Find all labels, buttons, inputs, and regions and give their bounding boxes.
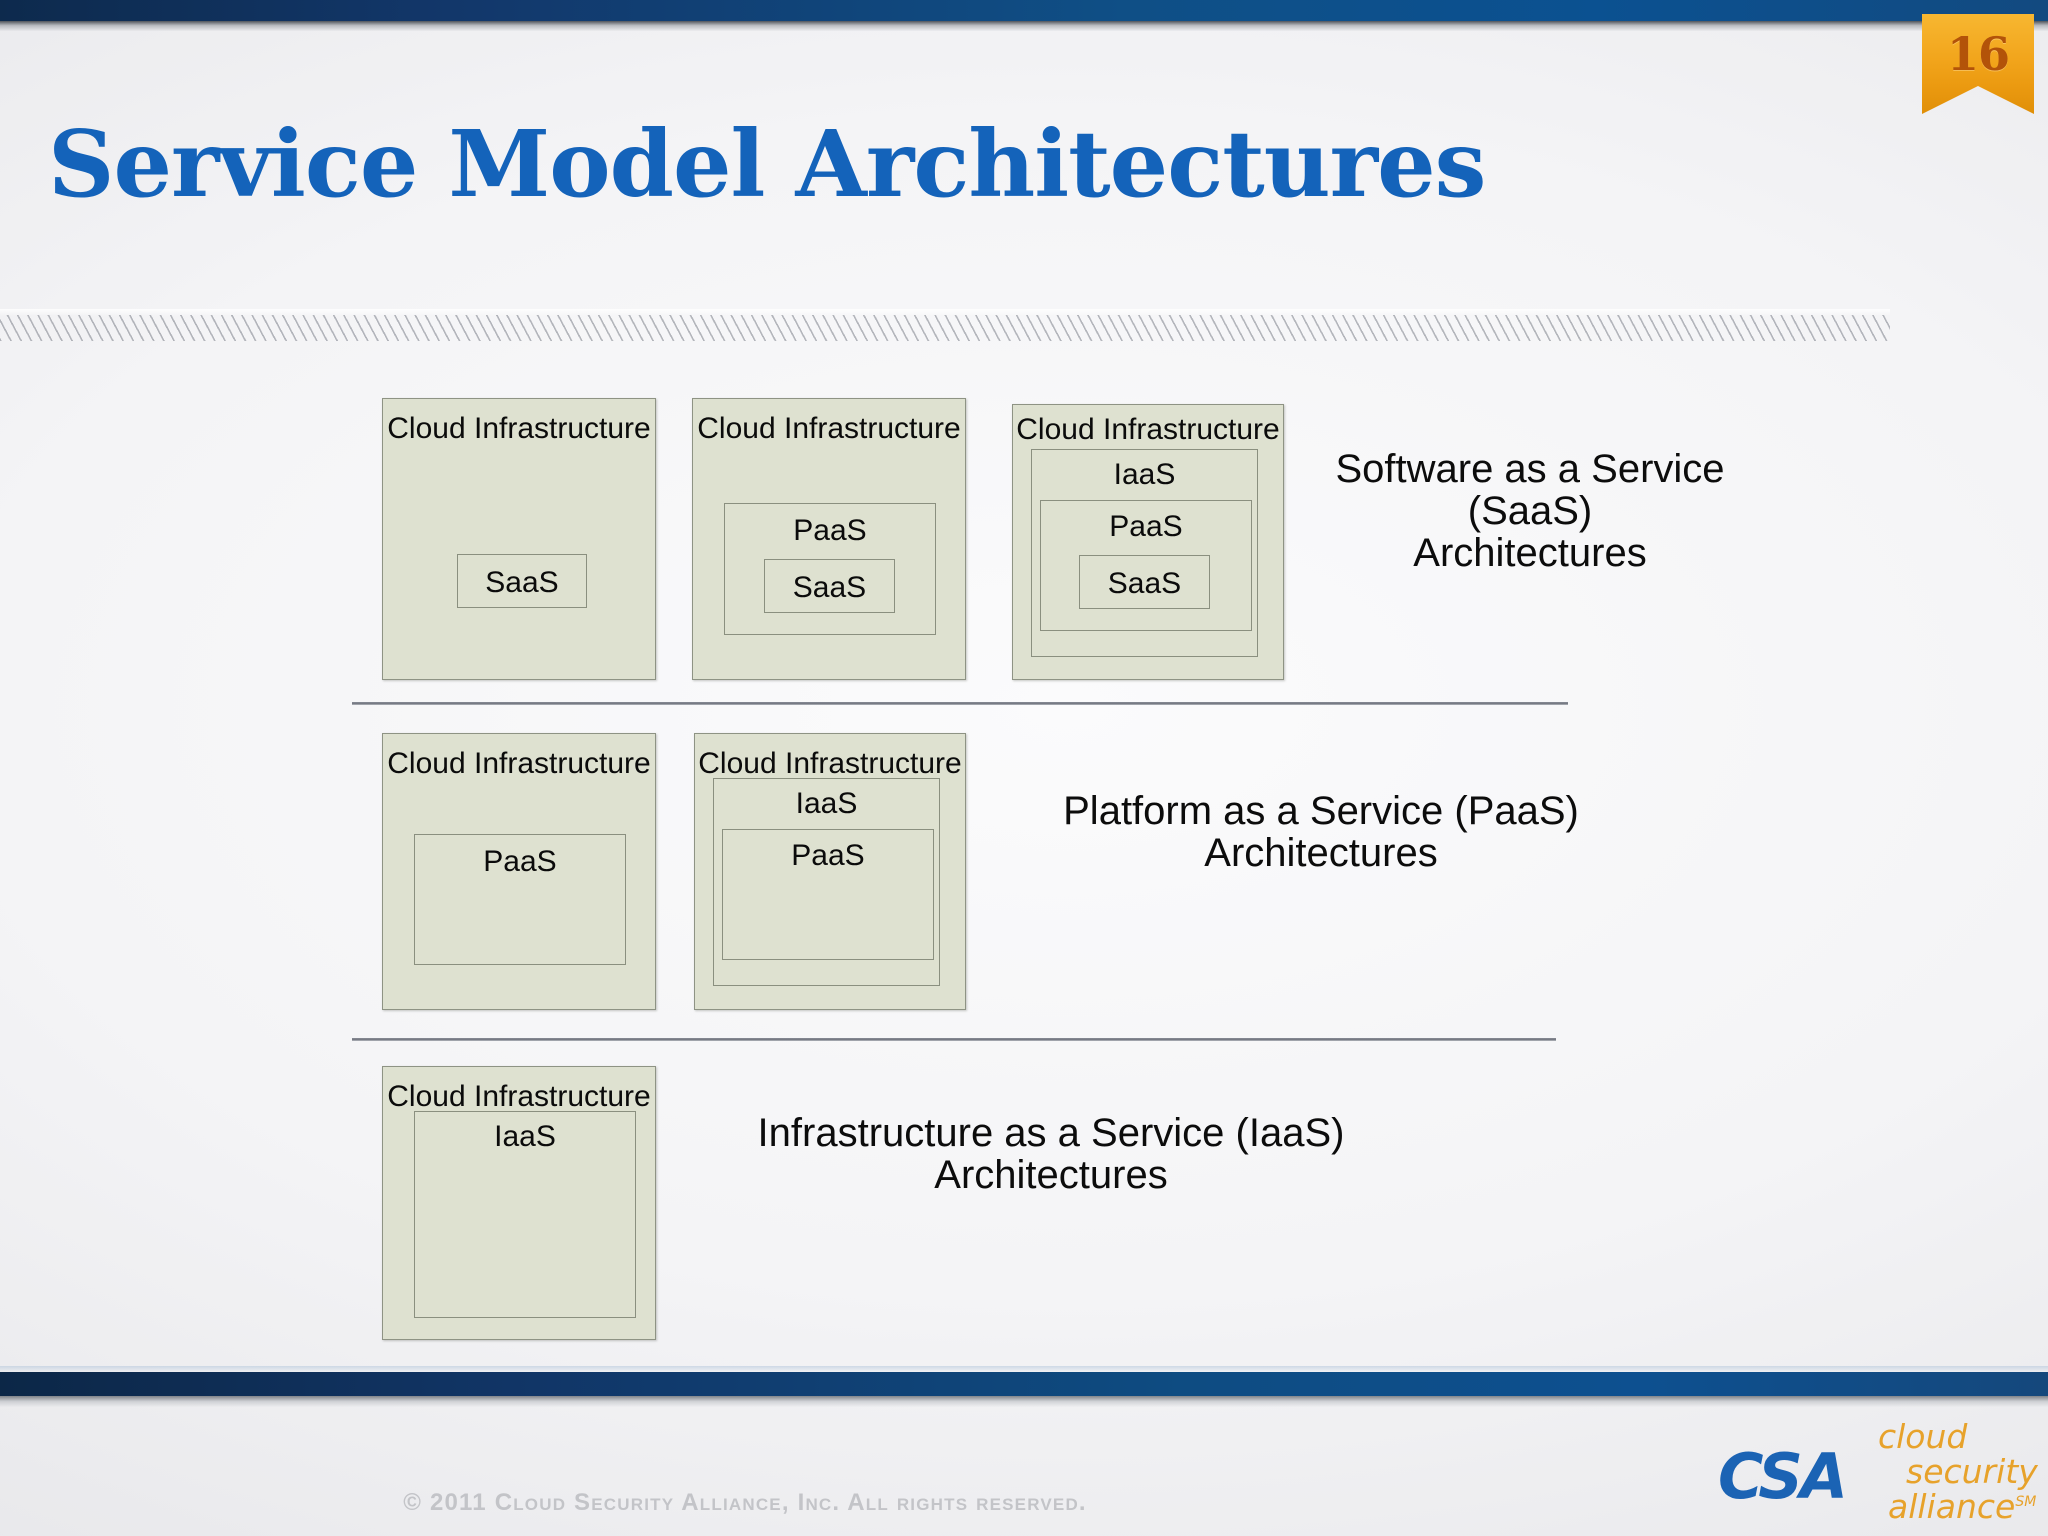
row-label-iaas-line-2: Architectures: [934, 1153, 1168, 1197]
row-label-iaas-line-1: Infrastructure as a Service (IaaS): [757, 1111, 1345, 1155]
csa-logo-alliance-text: alliance: [1888, 1486, 2016, 1526]
row-label-paas: Platform as a Service (PaaS) Architectur…: [1006, 790, 1636, 874]
diagram-paas-2-layer-paas: PaaS: [722, 829, 934, 960]
diagram-iaas-1: Cloud Infrastructure IaaS: [382, 1066, 656, 1340]
diagram-saas-1-layer-saas-label: SaaS: [485, 566, 559, 599]
diagram-paas-1-outer-label: Cloud Infrastructure: [387, 747, 651, 780]
row-label-saas-line-3: Architectures: [1413, 531, 1647, 575]
diagram-iaas-1-layer-iaas-label: IaaS: [494, 1120, 556, 1153]
csa-logo-service-mark: SM: [2015, 1493, 2037, 1510]
diagram-paas-1: Cloud Infrastructure PaaS: [382, 733, 656, 1010]
row-label-saas: Software as a Service (SaaS) Architectur…: [1290, 448, 1770, 574]
diagram-saas-3-layer-paas: PaaS SaaS: [1040, 500, 1252, 631]
diagram-paas-2-layer-iaas-label: IaaS: [795, 787, 858, 820]
diagram-saas-3-layer-iaas-label: IaaS: [1113, 458, 1176, 491]
csa-logo-line-cloud: cloud: [1878, 1417, 1968, 1456]
diagram-saas-2: Cloud Infrastructure PaaS SaaS: [692, 398, 966, 680]
diagram-saas-3: Cloud Infrastructure IaaS PaaS SaaS: [1012, 404, 1284, 680]
diagram-paas-2-layer-iaas: IaaS PaaS: [713, 778, 940, 986]
bottom-accent-bar: [0, 1372, 2048, 1396]
diagram-saas-2-layer-paas-label: PaaS: [793, 514, 867, 547]
csa-logo-line-security: security: [1906, 1451, 2038, 1491]
page-number-ribbon: 16: [1922, 14, 2034, 114]
diagram-saas-3-layer-paas-label: PaaS: [1109, 510, 1183, 543]
diagram-paas-1-layer-paas-label: PaaS: [483, 845, 557, 878]
csa-logo-mark: CSA: [1718, 1440, 1848, 1513]
diagram-saas-3-layer-iaas: IaaS PaaS SaaS: [1031, 449, 1258, 657]
diagram-paas-2-layer-paas-label: PaaS: [791, 839, 865, 872]
diagram-iaas-1-outer-label: Cloud Infrastructure: [387, 1080, 651, 1113]
diagram-saas-2-outer-label: Cloud Infrastructure: [697, 412, 961, 445]
diagram-saas-1-outer-label: Cloud Infrastructure: [387, 412, 651, 445]
diagram-saas-3-layer-saas: SaaS: [1079, 555, 1210, 609]
hatch-divider-highlight: [0, 309, 1890, 316]
diagram-paas-1-layer-paas: PaaS: [414, 834, 626, 965]
diagram-saas-3-outer-label: Cloud Infrastructure: [1016, 413, 1280, 446]
bottom-accent-bar-shadow: [0, 1396, 2048, 1407]
section-separator-1: [352, 702, 1568, 705]
diagram-saas-1: Cloud Infrastructure SaaS: [382, 398, 656, 680]
page-title: Service Model Architectures: [48, 110, 1486, 218]
page-number: 16: [1946, 27, 2010, 81]
diagram-paas-2-outer-label: Cloud Infrastructure: [698, 747, 962, 780]
row-label-saas-line-2: (SaaS): [1467, 489, 1593, 533]
footer-copyright: © 2011 Cloud Security Alliance, Inc. All…: [403, 1489, 1087, 1516]
row-label-paas-line-2: Architectures: [1204, 831, 1438, 875]
section-separator-2: [352, 1038, 1556, 1041]
bottom-accent-bar-highlight: [0, 1366, 2048, 1372]
diagram-saas-2-layer-paas: PaaS SaaS: [724, 503, 936, 635]
diagram-saas-3-layer-saas-label: SaaS: [1107, 567, 1182, 600]
row-label-paas-line-1: Platform as a Service (PaaS): [1063, 789, 1579, 833]
diagram-saas-1-layer-saas: SaaS: [457, 554, 587, 608]
row-label-iaas: Infrastructure as a Service (IaaS) Archi…: [706, 1112, 1396, 1196]
diagram-saas-2-layer-saas-label: SaaS: [792, 571, 867, 604]
diagram-paas-2: Cloud Infrastructure IaaS PaaS: [694, 733, 966, 1010]
hatch-divider: [0, 315, 1890, 341]
row-label-saas-line-1: Software as a Service: [1335, 447, 1725, 491]
csa-logo: CSA cloud security allianceSM: [1718, 1418, 2038, 1530]
csa-logo-wordmark: cloud security allianceSM: [1870, 1417, 2038, 1526]
diagram-saas-2-layer-saas: SaaS: [764, 559, 895, 613]
top-accent-bar: [0, 0, 2048, 21]
diagram-iaas-1-layer-iaas: IaaS: [414, 1111, 636, 1318]
top-accent-bar-shadow: [0, 21, 2048, 31]
csa-logo-line-alliance: allianceSM: [1870, 1486, 2038, 1526]
